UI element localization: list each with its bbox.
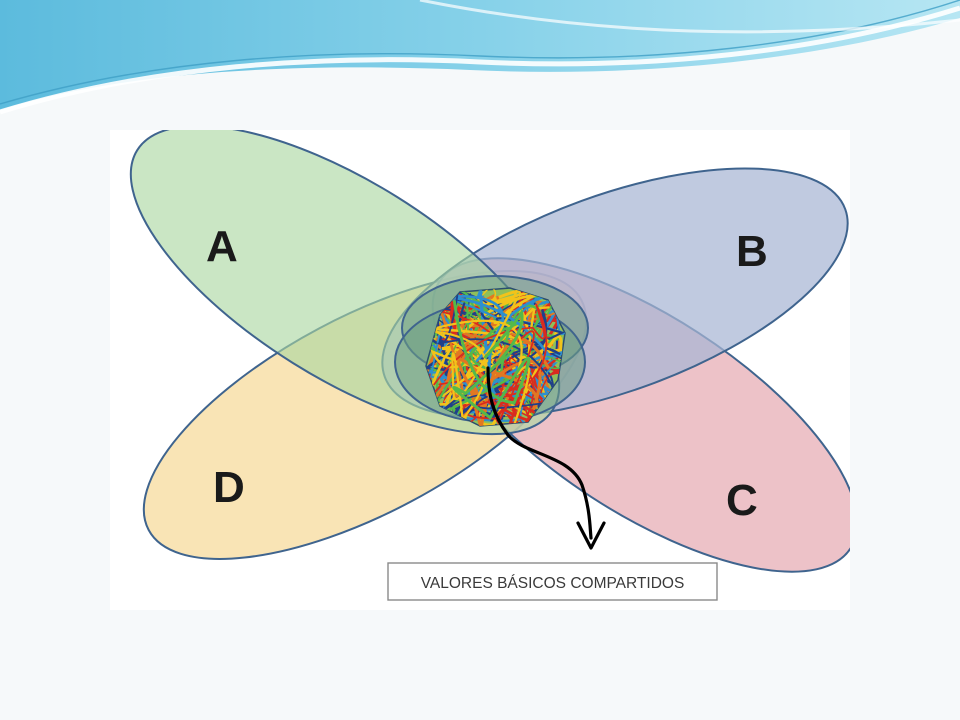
set-b-label: B [736,227,768,276]
pointer-arrow [486,366,593,540]
core-scribble-stroke [438,292,556,398]
arrow-head [576,521,606,550]
core-scribble-stroke [457,337,550,426]
shared-values-core [425,287,566,427]
core-scribble-stroke [452,299,531,420]
set-d-label: D [213,463,245,512]
caption-text: VALORES BÁSICOS COMPARTIDOS [421,575,685,592]
set-a-label: A [206,222,238,271]
venn-diagram: A B C D VALORES BÁSICOS COMPARTIDOS [110,130,850,610]
header-wave-decoration [0,0,960,115]
caption-box: VALORES BÁSICOS COMPARTIDOS [387,562,718,601]
set-c-label: C [726,476,758,525]
